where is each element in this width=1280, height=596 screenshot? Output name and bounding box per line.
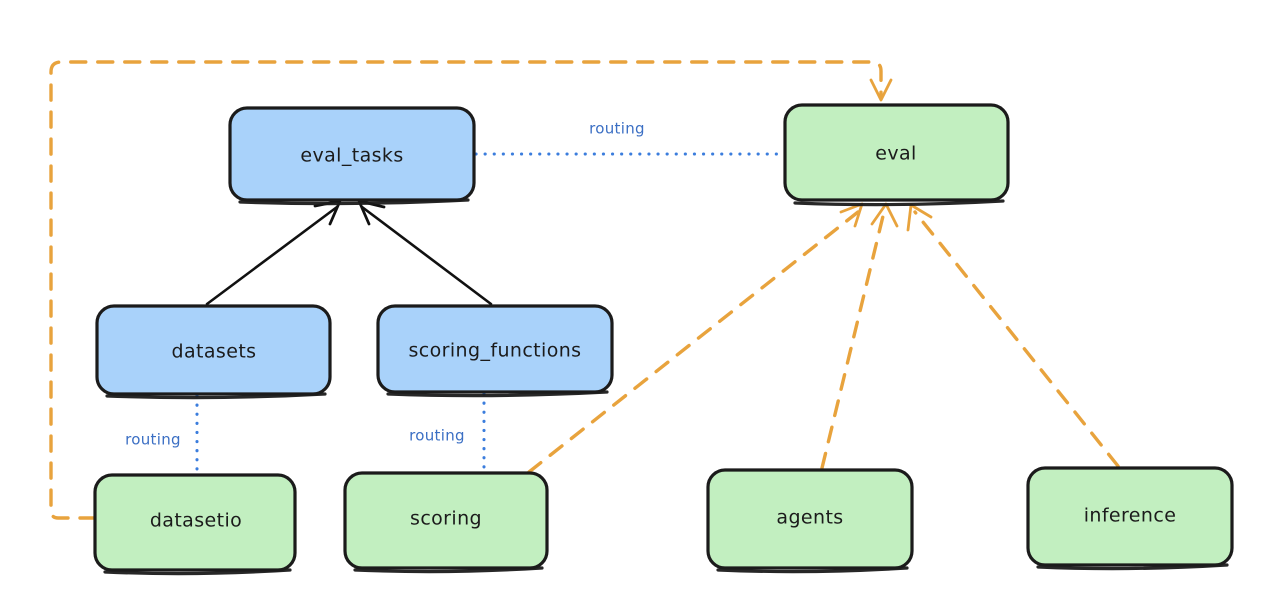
edge-label-routing-scoring-functions: routing	[409, 427, 465, 445]
node-scoring_functions[interactable]: scoring_functions	[376, 304, 614, 398]
node-label-eval_tasks: eval_tasks	[300, 145, 403, 167]
edge-label-routing-datasets: routing	[125, 431, 181, 449]
edge-datasetio-to-eval	[49, 60, 893, 520]
node-label-datasetio: datasetio	[150, 510, 242, 532]
edge-label-routing-eval-tasks: routing	[589, 120, 645, 138]
node-label-agents: agents	[776, 507, 843, 529]
node-eval_tasks[interactable]: eval_tasks	[228, 106, 476, 206]
node-scoring[interactable]: scoring	[343, 471, 549, 574]
node-label-inference: inference	[1084, 505, 1177, 527]
node-label-eval: eval	[875, 143, 916, 165]
node-datasetio[interactable]: datasetio	[93, 473, 297, 576]
node-inference[interactable]: inference	[1026, 466, 1234, 571]
node-datasets[interactable]: datasets	[95, 304, 332, 400]
node-label-datasets: datasets	[172, 341, 257, 363]
node-agents[interactable]: agents	[706, 468, 914, 574]
node-eval[interactable]: eval	[783, 103, 1010, 207]
node-label-scoring: scoring	[410, 508, 482, 530]
node-label-scoring_functions: scoring_functions	[409, 340, 582, 362]
